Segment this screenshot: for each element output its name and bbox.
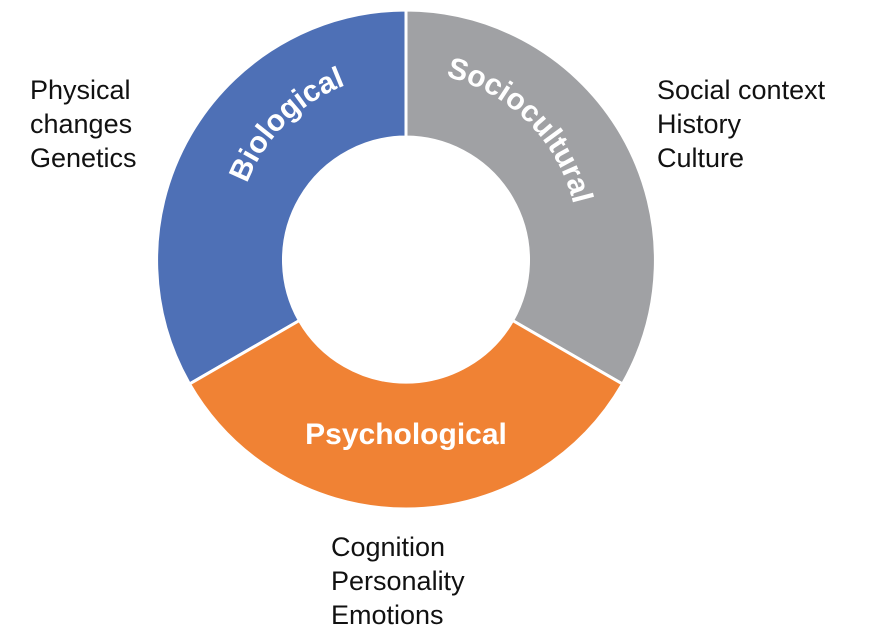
psychological-notes: Cognition Personality Emotions	[331, 530, 465, 632]
sociocultural-segment	[404, 8, 657, 386]
psychological-label: Psychological	[305, 418, 507, 451]
biological-note: Physical	[30, 75, 131, 105]
psychological-note: Emotions	[331, 600, 444, 630]
psychological-note: Cognition	[331, 532, 446, 562]
biological-notes: Physical changes Genetics	[30, 73, 137, 175]
biological-note: Genetics	[30, 143, 137, 173]
psychological-note: Personality	[331, 566, 465, 596]
sociocultural-note: Culture	[657, 143, 745, 173]
psychological-segment	[188, 319, 624, 511]
biological-segment	[155, 8, 408, 386]
biological-note: changes	[30, 109, 133, 139]
sociocultural-note: Social context	[657, 75, 826, 105]
sociocultural-note: History	[657, 109, 742, 139]
sociocultural-notes: Social context History Culture	[657, 73, 825, 175]
